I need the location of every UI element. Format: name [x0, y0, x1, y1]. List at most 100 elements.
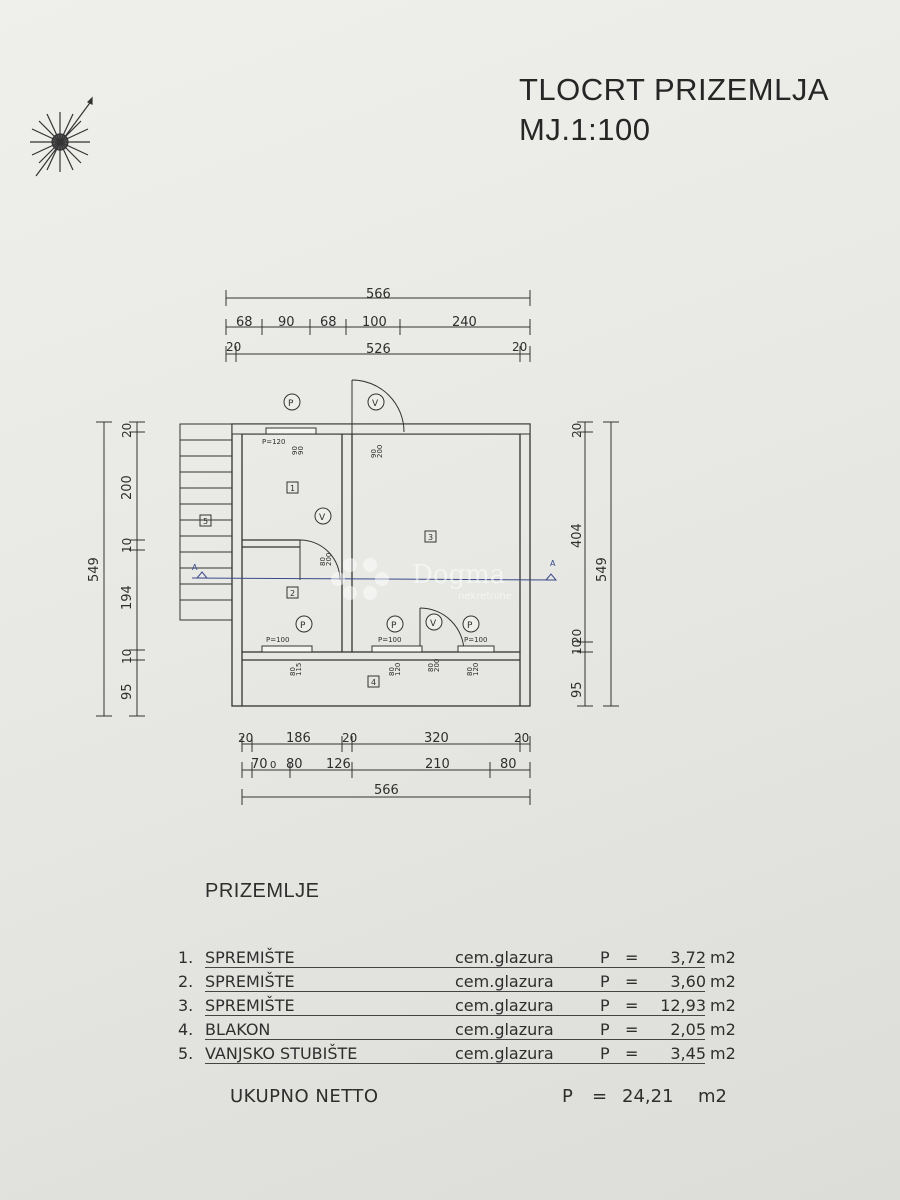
row-underline	[205, 991, 705, 992]
room-tag-1: 1	[290, 484, 295, 493]
dim-top-e: 240	[452, 315, 477, 330]
dim-right-b: 404	[570, 523, 585, 548]
size-w3-a: 80	[466, 667, 474, 676]
room-area-symbol: P	[600, 996, 610, 1015]
room-material: cem.glazura	[455, 948, 554, 967]
room-tag-5: 5	[203, 517, 208, 526]
tag-v-3: V	[430, 619, 437, 629]
dim-bottom-h: 80	[286, 757, 303, 772]
room-material: cem.glazura	[455, 996, 554, 1015]
room-area-unit: m2	[710, 1020, 736, 1039]
dim-bottom-a: 20	[238, 731, 253, 745]
room-name: SPREMIŠTE	[205, 972, 295, 991]
floor-plan-drawing: 566 68 90 68 100 240 20 526 20 549 20 20…	[30, 96, 619, 805]
room-number: 4.	[178, 1020, 194, 1039]
room-area-unit: m2	[710, 972, 736, 991]
size-w2-b: 120	[394, 663, 402, 676]
sheet-scale: MJ.1:100	[519, 112, 651, 147]
dim-bottom-f: 70	[251, 757, 268, 772]
watermark: Dogma nekretnine	[330, 555, 570, 610]
dim-left-overall: 549	[87, 557, 102, 582]
tag-p-1: P	[288, 399, 294, 409]
right-dimensions	[577, 421, 619, 707]
size-d1-b: 200	[376, 445, 384, 458]
dim-top-f: 20	[226, 340, 241, 354]
room-tag-boxes	[199, 481, 437, 688]
tag-v-1: V	[372, 399, 379, 409]
dim-bottom-i: 126	[326, 757, 351, 772]
total-label: UKUPNO NETTO	[230, 1086, 379, 1107]
doors	[299, 379, 465, 653]
dim-right-c: 10	[570, 640, 584, 655]
window-label-2: P=100	[266, 636, 289, 644]
room-area-unit: m2	[710, 948, 736, 967]
total-area-symbol: P	[562, 1086, 573, 1107]
room-row: 5. VANJSKO STUBIŠTE cem.glazura P = 3,45…	[178, 1042, 748, 1066]
tag-p-4: P	[467, 621, 473, 631]
window-label-1: P=120	[262, 438, 285, 446]
room-tag-2: 2	[290, 589, 295, 598]
room-number: 3.	[178, 996, 194, 1015]
room-equals: =	[625, 948, 639, 967]
watermark-brand: Dogma	[412, 560, 505, 590]
row-underline	[205, 1015, 705, 1016]
dim-left-d: 194	[120, 585, 135, 610]
sheet-title-main: TLOCRT PRIZEMLJA	[519, 72, 830, 107]
dim-left-f: 95	[120, 683, 135, 700]
dim-top-h: 20	[512, 340, 527, 354]
top-dimensions	[225, 290, 531, 362]
total-equals: =	[592, 1086, 608, 1107]
room-area-value: 12,93	[660, 996, 706, 1015]
total-area-unit: m2	[698, 1086, 727, 1107]
dim-bottom-d: 320	[424, 731, 449, 746]
room-row: 3. SPREMIŠTE cem.glazura P = 12,93 m2	[178, 994, 748, 1018]
section-marker-left: A	[192, 563, 198, 572]
size-w1-a: 80	[289, 667, 297, 676]
row-underline	[205, 1063, 705, 1064]
dim-left-e: 10	[120, 649, 134, 664]
dim-right-d: 20	[570, 629, 584, 644]
room-number: 1.	[178, 948, 194, 967]
dim-left-b: 200	[120, 475, 135, 500]
size-w2-a: 80	[388, 667, 396, 676]
row-underline	[205, 1039, 705, 1040]
dim-bottom-k: 80	[500, 757, 517, 772]
room-equals: =	[625, 1044, 639, 1063]
dim-top-d: 100	[362, 315, 387, 330]
bottom-dimensions	[241, 736, 531, 805]
windows	[261, 427, 495, 653]
north-arrow-icon	[30, 96, 93, 177]
room-equals: =	[625, 1020, 639, 1039]
dim-bottom-b: 186	[286, 731, 311, 746]
window-label-4: P=100	[464, 636, 487, 644]
room-name: BLAKON	[205, 1020, 271, 1039]
dim-top-c: 68	[320, 315, 337, 330]
left-dimensions	[96, 421, 145, 717]
watermark-sub: nekretnine	[458, 591, 512, 602]
tag-p-3: P	[391, 621, 397, 631]
room-name: SPREMIŠTE	[205, 996, 295, 1015]
row-underline	[205, 967, 705, 968]
size-w1-b: 115	[295, 663, 303, 676]
dim-bottom-c: 20	[342, 731, 357, 745]
room-area-symbol: P	[600, 1044, 610, 1063]
dim-bottom-e: 20	[514, 731, 529, 745]
room-area-symbol: P	[600, 972, 610, 991]
total-net-area: UKUPNO NETTO P = 24,21 m2	[230, 1086, 750, 1110]
dim-left-a: 20	[120, 423, 134, 438]
room-material: cem.glazura	[455, 1020, 554, 1039]
room-tag-3: 3	[428, 533, 433, 542]
dim-top-g: 526	[366, 342, 391, 357]
size-w3-b: 120	[472, 663, 480, 676]
room-number: 5.	[178, 1044, 194, 1063]
room-row: 4. BLAKON cem.glazura P = 2,05 m2	[178, 1018, 748, 1042]
dim-top-a: 68	[236, 315, 253, 330]
dim-right-e: 95	[570, 681, 585, 698]
size-d2-b: 200	[325, 553, 333, 566]
window-label-3: P=100	[378, 636, 401, 644]
room-table: 1. SPREMIŠTE cem.glazura P = 3,72 m2 2. …	[178, 946, 748, 1066]
room-area-value: 2,05	[670, 1020, 706, 1039]
section-line	[191, 571, 558, 581]
room-tag-4: 4	[371, 678, 376, 687]
dim-top-b: 90	[278, 315, 295, 330]
